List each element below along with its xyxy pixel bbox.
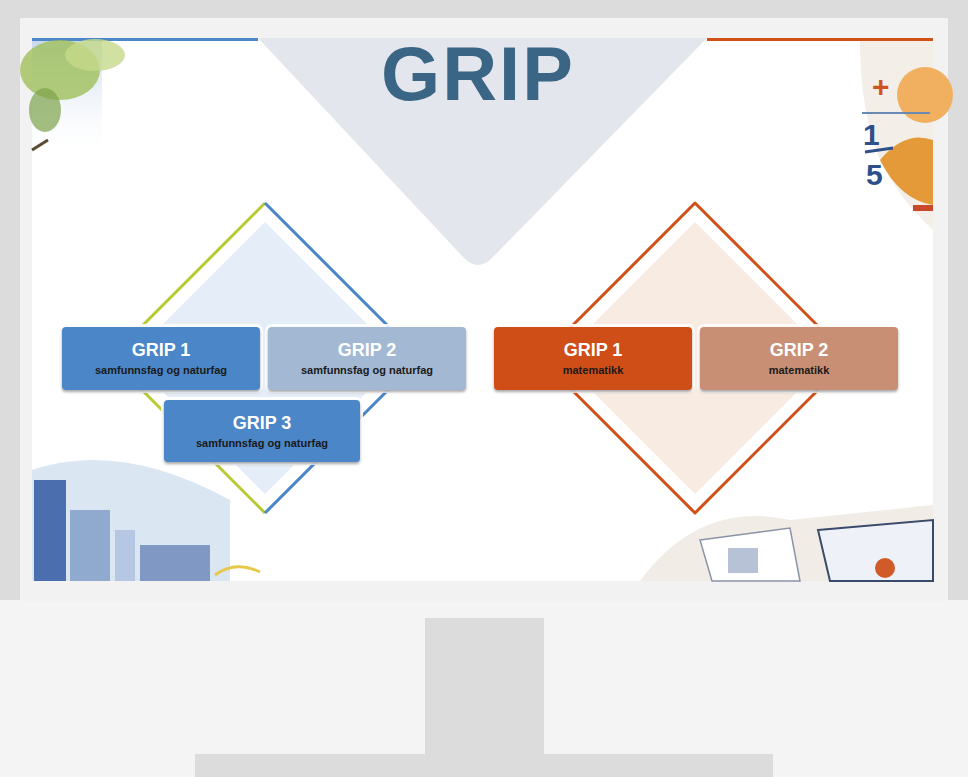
menu-button: GRIP 1 samfunnsfag og naturfag	[62, 327, 260, 390]
tree-illustration	[20, 39, 125, 161]
button-title: GRIP 2	[268, 340, 466, 361]
menu-button: GRIP 2 matematikk	[700, 327, 898, 390]
button-subtitle: matematikk	[700, 363, 898, 377]
button-subtitle: matematikk	[494, 363, 692, 377]
menu-button: GRIP 3 samfunnsfag og naturfag	[164, 400, 360, 462]
edge-strip	[707, 38, 933, 41]
button-subtitle: samfunnsfag og naturfag	[164, 436, 360, 450]
math-symbol: 5	[866, 160, 883, 190]
monitor-neck	[425, 618, 544, 756]
monitor-base	[195, 754, 773, 777]
button-title: GRIP 2	[700, 340, 898, 361]
button-subtitle: samfunnsfag og naturfag	[268, 363, 466, 377]
math-illustration	[860, 41, 953, 230]
desk-illustration	[640, 505, 933, 581]
math-symbol: 1	[863, 120, 880, 150]
menu-button: GRIP 1 matematikk	[494, 327, 692, 390]
screen	[32, 38, 933, 581]
city-illustration	[32, 460, 260, 581]
menu-button: GRIP 2 samfunnsfag og naturfag	[268, 327, 466, 390]
button-title: GRIP 3	[164, 413, 360, 434]
monitor-bezel	[20, 18, 948, 602]
button-subtitle: samfunnsfag og naturfag	[62, 363, 260, 377]
math-symbol: +	[872, 72, 890, 102]
page-title: GRIP	[258, 34, 698, 114]
button-title: GRIP 1	[62, 340, 260, 361]
desk	[0, 600, 968, 777]
button-title: GRIP 1	[494, 340, 692, 361]
